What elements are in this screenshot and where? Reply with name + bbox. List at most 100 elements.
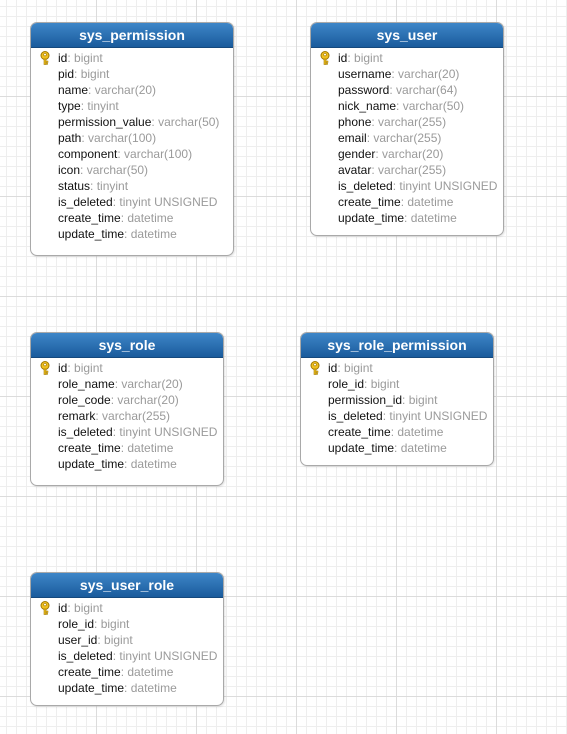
column-row[interactable]: role_name: varchar(20) [31, 376, 223, 392]
column-row[interactable]: is_deleted: tinyint UNSIGNED [31, 194, 233, 210]
column-name: update_time [328, 441, 395, 455]
column-row[interactable]: component: varchar(100) [31, 146, 233, 162]
column-name: password [338, 83, 390, 97]
type-separator: : [67, 361, 75, 375]
column-row[interactable]: id: bigint [31, 600, 223, 616]
column-row[interactable]: role_id: bigint [31, 616, 223, 632]
column-row[interactable]: create_time: datetime [31, 210, 233, 226]
column-name: create_time [58, 211, 121, 225]
type-separator: : [382, 409, 390, 423]
column-row[interactable]: status: tinyint [31, 178, 233, 194]
type-separator: : [402, 393, 409, 407]
key-icon [319, 51, 331, 65]
type-separator: : [97, 633, 105, 647]
column-type: varchar(100) [88, 131, 157, 145]
column-name: create_time [58, 441, 121, 455]
column-row[interactable]: password: varchar(64) [311, 82, 503, 98]
column-row[interactable]: is_deleted: tinyint UNSIGNED [301, 408, 493, 424]
type-separator: : [80, 99, 88, 113]
type-separator: : [390, 425, 398, 439]
column-row[interactable]: permission_id: bigint [301, 392, 493, 408]
column-row[interactable]: name: varchar(20) [31, 82, 233, 98]
column-type: tinyint UNSIGNED [119, 195, 218, 209]
type-separator: : [120, 441, 128, 455]
column-row[interactable]: is_deleted: tinyint UNSIGNED [31, 648, 223, 664]
column-name: update_time [338, 211, 405, 225]
column-name: status [58, 179, 91, 193]
type-separator: : [392, 179, 400, 193]
column-name: user_id [58, 633, 98, 647]
column-row[interactable]: id: bigint [31, 360, 223, 376]
type-separator: : [112, 425, 120, 439]
column-row[interactable]: pid: bigint [31, 66, 233, 82]
column-row[interactable]: update_time: datetime [31, 680, 223, 696]
column-row[interactable]: id: bigint [301, 360, 493, 376]
type-separator: : [81, 131, 89, 145]
column-type: varchar(64) [396, 83, 458, 97]
column-row[interactable]: update_time: datetime [311, 210, 503, 226]
column-row[interactable]: id: bigint [31, 50, 233, 66]
column-type: tinyint UNSIGNED [119, 425, 218, 439]
type-separator: : [371, 163, 379, 177]
column-row[interactable]: remark: varchar(255) [31, 408, 223, 424]
column-row[interactable]: phone: varchar(255) [311, 114, 503, 130]
column-row[interactable]: type: tinyint [31, 98, 233, 114]
column-row[interactable]: icon: varchar(50) [31, 162, 233, 178]
column-name: permission_value [58, 115, 152, 129]
column-row[interactable]: create_time: datetime [31, 664, 223, 680]
type-separator: : [364, 377, 371, 391]
column-row[interactable]: path: varchar(100) [31, 130, 233, 146]
column-name: phone [338, 115, 372, 129]
column-name: create_time [328, 425, 391, 439]
column-type: varchar(255) [373, 131, 442, 145]
column-row[interactable]: update_time: datetime [31, 226, 233, 242]
column-row[interactable]: role_id: bigint [301, 376, 493, 392]
column-name: create_time [58, 665, 121, 679]
column-row[interactable]: user_id: bigint [31, 632, 223, 648]
column-row[interactable]: permission_value: varchar(50) [31, 114, 233, 130]
column-type: datetime [397, 425, 444, 439]
column-type: datetime [410, 211, 457, 225]
column-row[interactable]: create_time: datetime [311, 194, 503, 210]
column-type: varchar(50) [402, 99, 465, 113]
column-row[interactable]: id: bigint [311, 50, 503, 66]
column-name: update_time [58, 681, 125, 695]
type-separator: : [67, 601, 75, 615]
column-row[interactable]: email: varchar(255) [311, 130, 503, 146]
column-type: varchar(255) [378, 115, 447, 129]
column-type: bigint [408, 393, 438, 407]
column-row[interactable]: update_time: datetime [301, 440, 493, 456]
column-row[interactable]: role_code: varchar(20) [31, 392, 223, 408]
column-row[interactable]: avatar: varchar(255) [311, 162, 503, 178]
column-name: type [58, 99, 81, 113]
column-row[interactable]: is_deleted: tinyint UNSIGNED [311, 178, 503, 194]
column-row[interactable]: create_time: datetime [301, 424, 493, 440]
column-type: varchar(20) [398, 67, 460, 81]
table-title: sys_role_permission [301, 333, 493, 358]
column-type: bigint [370, 377, 400, 391]
column-row[interactable]: is_deleted: tinyint UNSIGNED [31, 424, 223, 440]
column-row[interactable]: gender: varchar(20) [311, 146, 503, 162]
type-separator: : [112, 649, 120, 663]
column-type: datetime [407, 195, 454, 209]
column-name: nick_name [338, 99, 397, 113]
column-name: role_code [58, 393, 111, 407]
type-separator: : [394, 441, 401, 455]
column-row[interactable]: update_time: datetime [31, 456, 223, 472]
column-row[interactable]: username: varchar(20) [311, 66, 503, 82]
column-type: varchar(255) [378, 163, 447, 177]
column-row[interactable]: create_time: datetime [31, 440, 223, 456]
column-name: id [58, 361, 68, 375]
column-type: bigint [104, 633, 133, 647]
column-name: create_time [338, 195, 401, 209]
column-row[interactable]: nick_name: varchar(50) [311, 98, 503, 114]
column-type: varchar(50) [158, 115, 220, 129]
